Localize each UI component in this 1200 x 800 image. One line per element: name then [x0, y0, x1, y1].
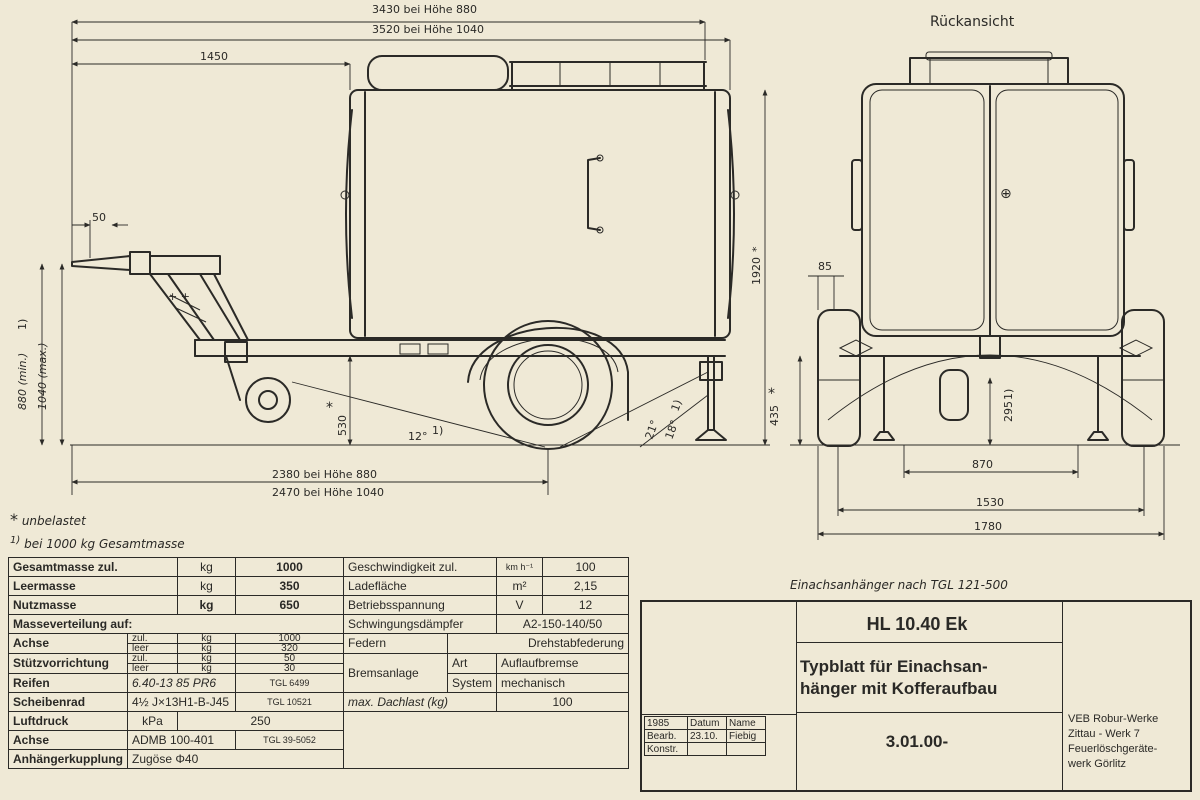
dim-approach-angle: 12°	[408, 430, 428, 443]
dim-overall-length-1040: 3520 bei Höhe 1040	[372, 23, 484, 36]
rear-left-wheel	[817, 309, 861, 447]
drawbar: + +	[71, 251, 249, 341]
footnote-star-symbol: *	[10, 510, 18, 529]
drawing-number: 3.01.00-	[885, 732, 949, 751]
table-row: Bearb. 23.10. Fiebig	[644, 729, 766, 743]
rear-doors: ⊕	[851, 83, 1135, 337]
dim-departure-angle-2: 18°	[663, 418, 682, 441]
roof-spare-wheel	[367, 55, 509, 91]
dim-coupling-offset: 50	[92, 211, 106, 224]
dim-rear-fender-width: 85	[818, 260, 832, 273]
roof-rack	[509, 61, 707, 91]
dim-rear-spare-height: 295	[1002, 401, 1015, 422]
dim-coupling-height-note: 1)	[16, 319, 29, 330]
table-row: Luftdruck kPa 250	[8, 711, 630, 769]
table-row: Achse zul. kg 1000 Federn Drehstabfederu…	[8, 633, 630, 654]
title-block: HL 10.40 Ek Typblatt für Einachsan- häng…	[640, 600, 1192, 792]
dim-rear-spare-note: 1)	[1002, 389, 1015, 400]
sheet-title: Typblatt für Einachsan- hänger mit Koffe…	[800, 657, 998, 698]
table-row: Nutzmasse kg 650 Betriebsspannung V 12	[8, 595, 630, 615]
dim-rear-overall-width: 1780	[974, 520, 1002, 533]
dim-wheelbase-1040: 2470 bei Höhe 1040	[272, 486, 384, 499]
dim-rear-track: 1530	[976, 496, 1004, 509]
dim-approach-note: 1)	[432, 424, 443, 437]
dim-rear-inner-width: 870	[972, 458, 993, 471]
side-handle	[587, 157, 601, 231]
rear-view-title: Rückansicht	[930, 14, 1015, 30]
manufacturer: VEB Robur-Werke Zittau - Werk 7 Feuerlös…	[1068, 713, 1159, 770]
revision-table: 1985 Datum Name Bearb. 23.10. Fiebig Kon…	[644, 716, 766, 756]
footnote-1: bei 1000 kg Gesamtmasse	[24, 537, 185, 551]
footnotes: * unbelastet 1) bei 1000 kg Gesamtmasse	[10, 510, 185, 554]
rear-right-wheel	[1121, 309, 1165, 447]
fender	[467, 326, 629, 421]
rear-view: Rückansicht ⊕	[768, 14, 1180, 540]
jockey-wheel	[225, 355, 291, 423]
dim-rear-axle-height: 435	[768, 405, 781, 426]
dim-rear-axle-height-mark: *	[768, 386, 775, 402]
rear-support-stand	[695, 355, 727, 441]
table-row: Leermasse kg 350 Ladefläche m² 2,15	[8, 576, 630, 596]
standard-subtitle: Einachsanhänger nach TGL 121-500	[790, 578, 1008, 592]
dim-departure-note: 1)	[669, 398, 685, 413]
table-row: Masseverteilung auf: Schwingungsdämpfer …	[8, 614, 630, 634]
svg-text:+ +: + +	[168, 290, 190, 303]
table-row: Gesamtmasse zul. kg 1000 Geschwindigkeit…	[8, 557, 630, 577]
dim-coupling-height-min: 880 (min.)	[16, 353, 29, 410]
table-row: Anhängerkupplung Zugöse Φ40	[8, 749, 629, 769]
chassis-frame	[194, 339, 726, 363]
box-body	[340, 89, 740, 339]
svg-text:⊕: ⊕	[1000, 186, 1012, 202]
rear-spare-wheel	[939, 369, 969, 421]
table-row: Scheibenrad 4½ J×13H1-B-J45 TGL 10521 ma…	[8, 692, 630, 712]
model-designation: HL 10.40 Ek	[866, 614, 968, 634]
main-wheel	[483, 320, 613, 450]
dim-box-height-mark: *	[750, 246, 763, 252]
specification-table: Gesamtmasse zul. kg 1000 Geschwindigkeit…	[8, 557, 630, 769]
dim-overall-length-880: 3430 bei Höhe 880	[372, 3, 477, 16]
dim-departure-angle-1: 21°	[643, 418, 662, 441]
table-row: Stützvorrichtung zul. kg 50 Bremsanlage …	[8, 653, 630, 693]
footnote-1-mark: 1)	[10, 535, 21, 546]
side-view: + + 3430 bei Höhe 880 3520 bei Höhe 1040	[16, 3, 770, 499]
table-row: 1985 Datum Name	[644, 716, 766, 730]
rear-roof-rack	[909, 57, 1069, 85]
dim-wheelbase-880: 2380 bei Höhe 880	[272, 468, 377, 481]
dim-box-height: 1920	[750, 257, 763, 285]
footnote-unloaded: unbelastet	[21, 514, 86, 528]
table-row: Konstr.	[644, 742, 766, 756]
dim-ground-clearance: 530	[336, 415, 349, 436]
dim-ground-clearance-mark: *	[326, 400, 333, 416]
dim-drawbar-length: 1450	[200, 50, 228, 63]
dim-coupling-height-max: 1040 (max.)	[36, 342, 49, 410]
